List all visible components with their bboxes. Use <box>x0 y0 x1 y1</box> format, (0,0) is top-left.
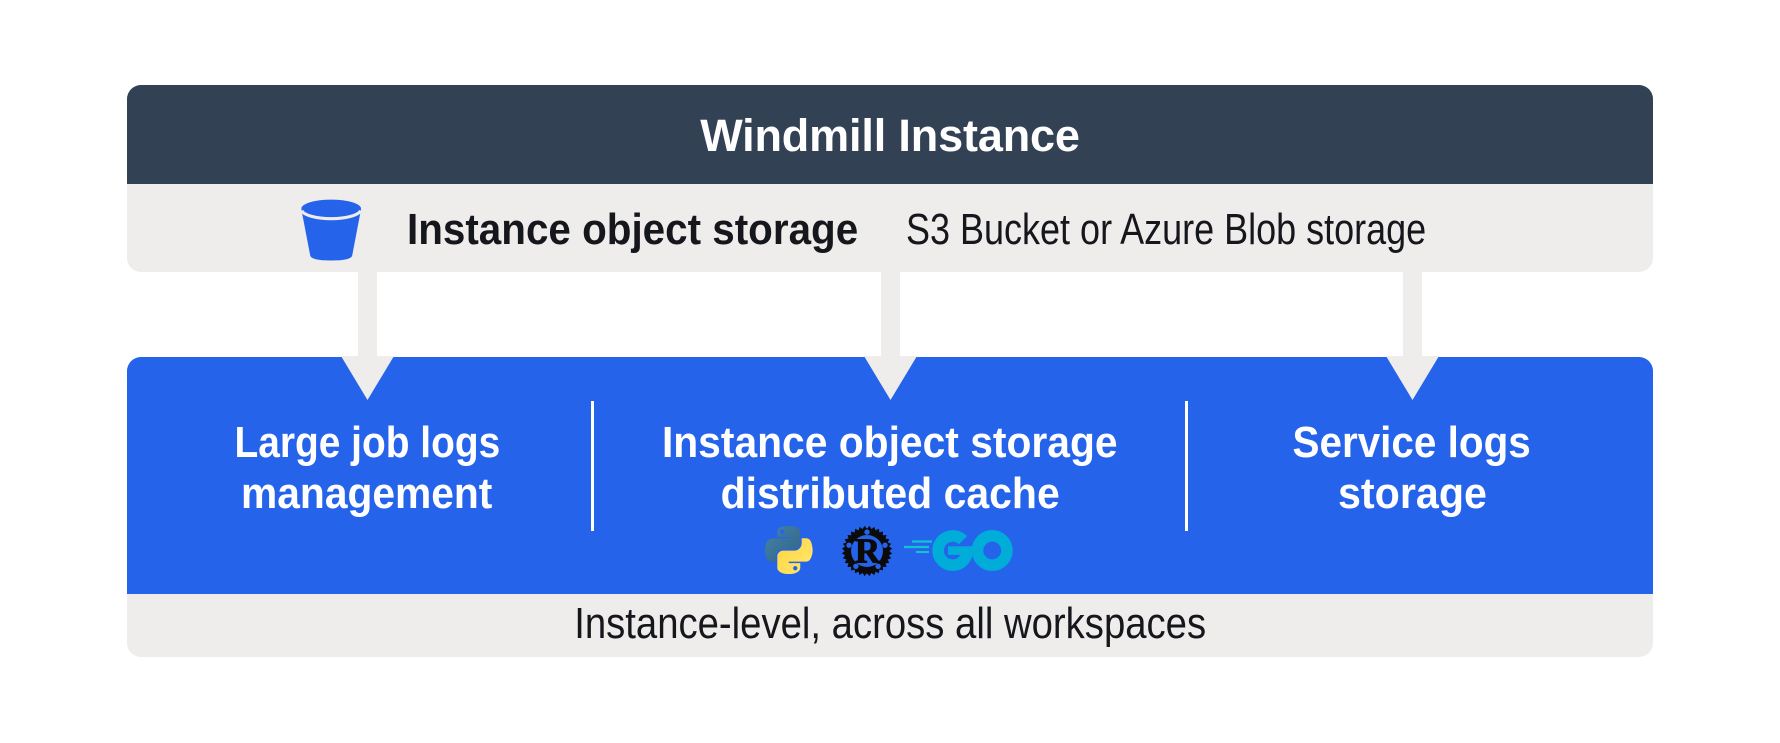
svg-text:R: R <box>855 532 881 571</box>
